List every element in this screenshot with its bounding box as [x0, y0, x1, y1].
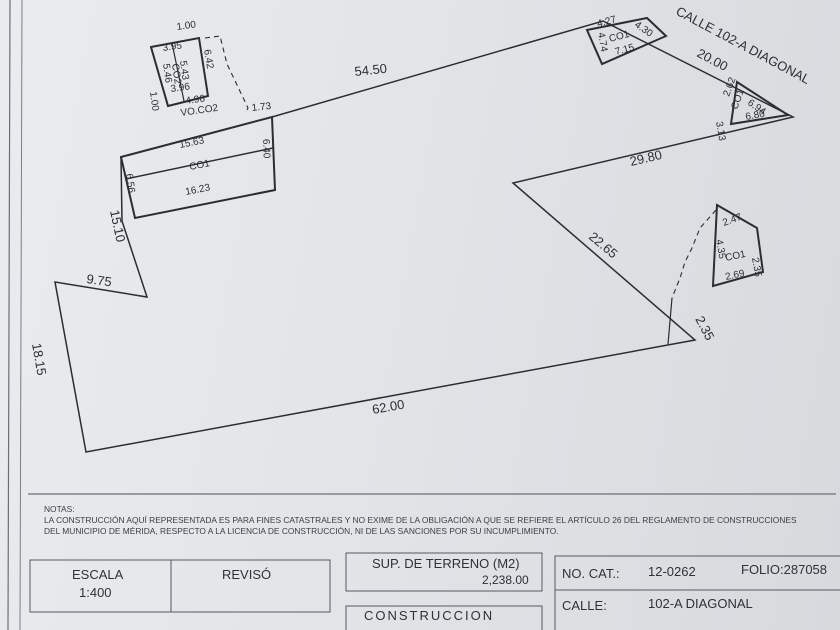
- dim-right-small: 2.35: [692, 313, 717, 342]
- co2-left-dim: 1.00: [147, 91, 161, 112]
- co1-label: CO1: [188, 158, 211, 173]
- construccion-box: [345, 605, 543, 630]
- calle-label: CALLE:: [562, 598, 607, 613]
- scale-value: 1:400: [79, 585, 112, 600]
- cadastre-box: [554, 555, 840, 630]
- dim-diagonal: 22.65: [586, 229, 621, 261]
- area-label: SUP. DE TERRENO (M2): [372, 556, 520, 571]
- co2-dashed-dim: 6.42: [201, 49, 215, 71]
- co2-dashed-outline: [204, 35, 249, 113]
- dim-top: 54.50: [354, 61, 388, 79]
- co2-v2: 5.43: [177, 60, 191, 81]
- construccion-label: CONSTRUCCION: [364, 608, 495, 623]
- scale-label: ESCALA: [72, 567, 124, 582]
- nocat-value: 12-0262: [648, 564, 696, 579]
- notes-line-2: DEL MUNICIPIO DE MÉRIDA, RESPECTO A LA L…: [44, 526, 559, 536]
- co2-v3: 5.46: [160, 63, 174, 84]
- frame-left-line: [7, 0, 11, 630]
- tri-right-d: 3.13: [713, 121, 727, 143]
- folio-field: FOLIO:287058: [741, 562, 827, 577]
- notes-line-1: LA CONSTRUCCIÓN AQUÍ REPRESENTADA ES PAR…: [44, 515, 797, 525]
- scale-box: [29, 559, 331, 613]
- co2-v1: 3.95: [162, 40, 183, 54]
- co1-right-dim: 6.40: [260, 139, 272, 159]
- mid-dashed-outline: [671, 209, 717, 299]
- co1-left-dim: 6.56: [123, 173, 137, 194]
- co2-bottom-dim: 4.96: [185, 93, 206, 107]
- calle-value: 102-A DIAGONAL: [648, 596, 753, 611]
- tri-top-d: 7.15: [614, 42, 636, 58]
- tri-mid-label: CO1: [724, 249, 747, 264]
- dim-right-upper: 29.80: [628, 147, 663, 169]
- folio-label: FOLIO:: [741, 562, 784, 577]
- folio-value: 287058: [783, 562, 828, 577]
- tri-mid-b: 2.35: [749, 257, 763, 279]
- co2-v4: 3.96: [170, 81, 191, 95]
- tri-top-a: 4.27: [596, 14, 618, 30]
- reviso-label: REVISÓ: [222, 567, 272, 582]
- co2-sub-label: VO.CO2: [180, 103, 219, 119]
- dim-bottom: 62.00: [371, 397, 406, 417]
- tri-top-label: CO1: [608, 29, 631, 45]
- building-co1-right: [729, 80, 791, 126]
- lot-boundary: [54, 20, 796, 453]
- building-co1: [119, 115, 277, 220]
- building-co1-top: [585, 16, 668, 66]
- notes-block: NOTAS: LA CONSTRUCCIÓN AQUÍ REPRESENTADA…: [44, 504, 834, 537]
- building-co1-mid: [711, 203, 765, 288]
- dim-offset: 1.73: [251, 101, 272, 114]
- dim-notch: 9.75: [86, 271, 113, 289]
- building-co1-divider: [125, 147, 274, 180]
- tri-mid-d: 2.69: [724, 268, 746, 283]
- tri-right-c: 6.80: [745, 109, 767, 123]
- tri-top-c: 4.74: [595, 32, 609, 54]
- co2-label: CO2: [169, 63, 183, 85]
- area-box: [345, 552, 543, 592]
- building-co2: [149, 36, 210, 108]
- street-label: CALLE 102-A DIAGONAL: [674, 3, 813, 86]
- building-co2-divider: [171, 42, 185, 102]
- notes-heading: NOTAS:: [44, 504, 75, 514]
- co2-top-dim: 1.00: [176, 19, 197, 33]
- co1-bottom-dim: 16.23: [184, 182, 211, 198]
- co1-top-dim: 15.63: [178, 135, 205, 151]
- mid-inner-line: [667, 297, 673, 345]
- nocat-label: NO. CAT.:: [562, 566, 620, 581]
- dim-left-lower: 18.15: [29, 342, 49, 377]
- dim-left-upper: 15.10: [107, 209, 128, 244]
- area-value: 2,238.00: [482, 573, 529, 587]
- tri-mid-a: 2.47: [721, 212, 743, 229]
- frame-left-inner-line: [19, 0, 23, 630]
- tri-mid-c: 4.35: [713, 239, 727, 261]
